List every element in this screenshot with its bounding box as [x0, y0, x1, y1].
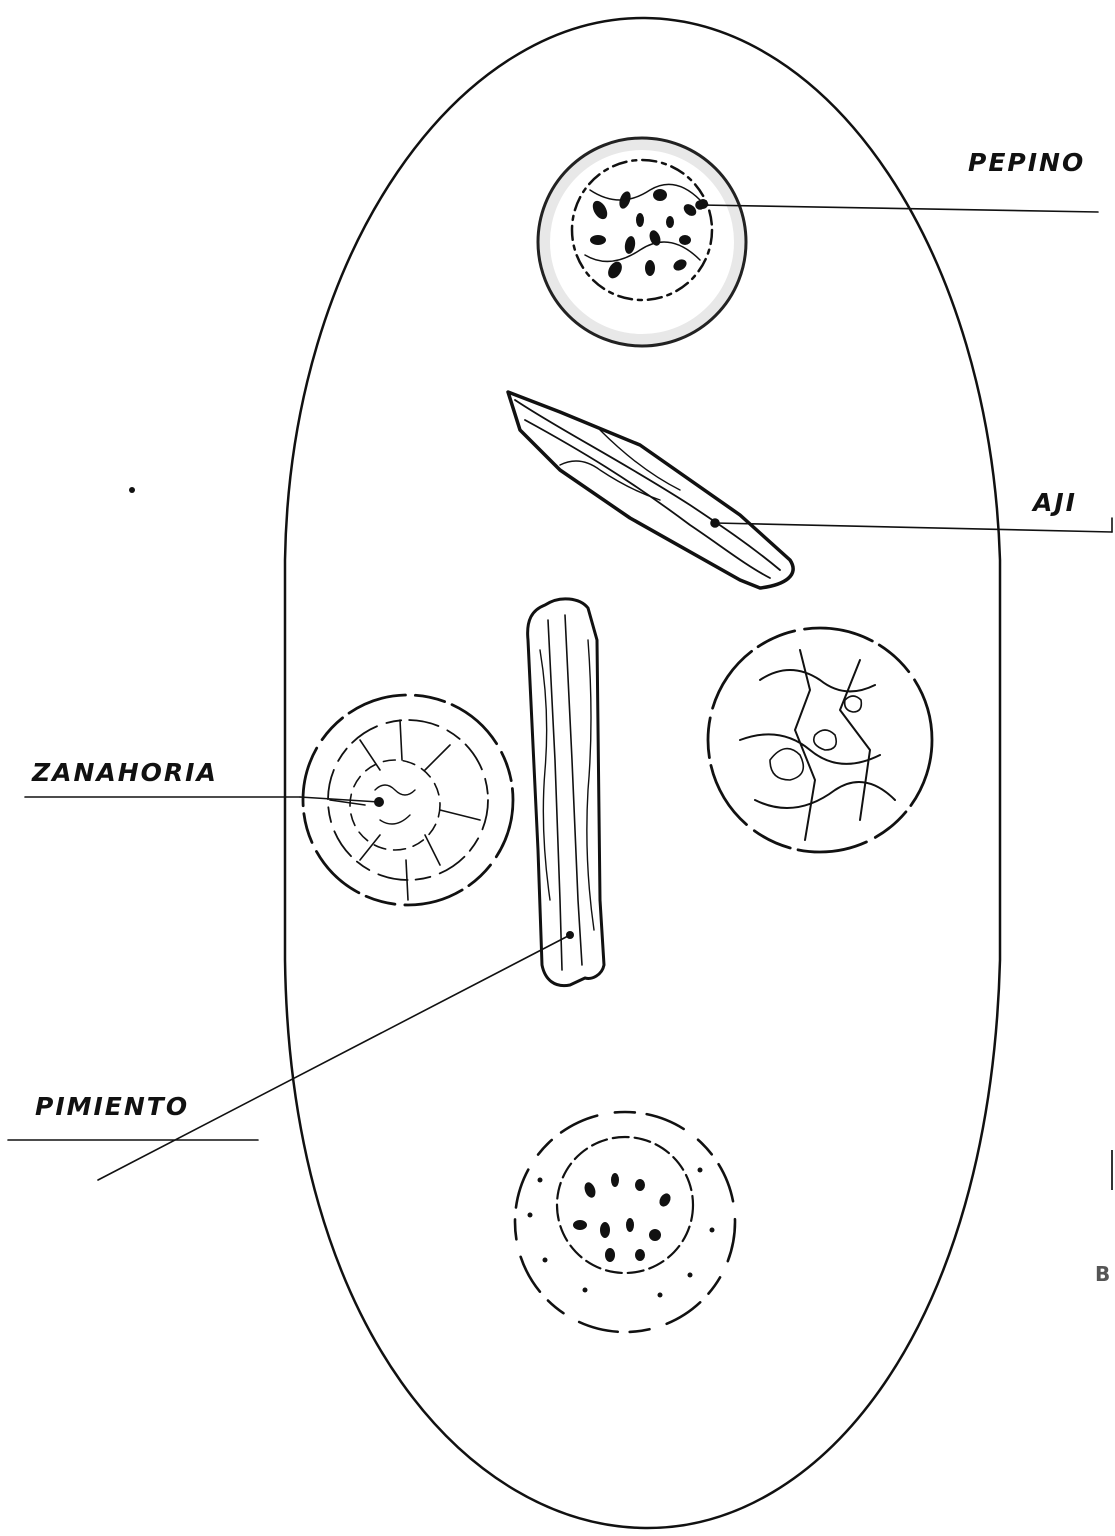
aji-strip-drawing — [508, 392, 793, 588]
pepino-leader-line — [700, 205, 1098, 212]
pepino-label: PEPINO — [968, 148, 1085, 177]
pimiento-strip-drawing — [528, 599, 604, 986]
leader-lines — [8, 201, 1112, 1180]
aji-leader-dot — [711, 519, 719, 527]
zanahoria-label: ZANAHORIA — [32, 758, 218, 787]
aji-leader-line — [715, 523, 1112, 532]
round-slice-drawing — [708, 628, 932, 852]
edge-fragment-label: B — [1095, 1262, 1110, 1286]
aji-label: AJI — [1033, 488, 1077, 517]
pimiento-label: PIMIENTO — [35, 1092, 189, 1121]
cucumber-slice-drawing — [538, 138, 746, 346]
stray-dot — [129, 487, 135, 493]
carrot-slice-drawing — [303, 695, 513, 905]
pimiento-leader-line — [98, 935, 570, 1180]
pepino-leader-dot — [696, 201, 704, 209]
bottom-slice-drawing — [515, 1112, 735, 1332]
